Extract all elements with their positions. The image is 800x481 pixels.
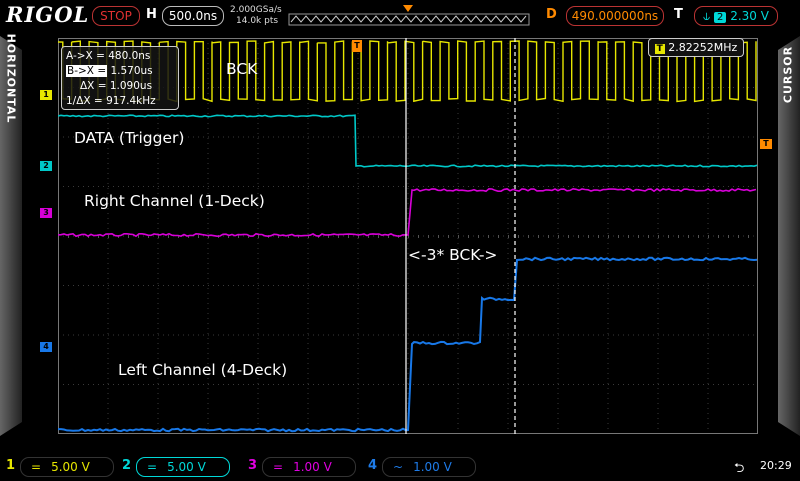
annotation-data: DATA (Trigger): [74, 129, 185, 147]
ch3-scale: 1.00 V: [293, 460, 332, 474]
ch4-waveform: [58, 256, 758, 433]
ch2-offset-marker[interactable]: 2: [40, 161, 52, 171]
trigger-source-badge: 2: [714, 12, 727, 23]
annotation-right-channel: Right Channel (1-Deck): [84, 192, 265, 210]
counter-icon: T: [654, 44, 665, 54]
ch1-offset-marker[interactable]: 1: [40, 90, 52, 100]
bottom-bar: 1 = 5.00 V 2 = 5.00 V 3 = 1.00 V 4 ~1.00 V ⮌ 20:29: [0, 455, 800, 480]
trigger-label: T: [674, 7, 683, 22]
sample-rate: 2.000GSa/s: [230, 5, 282, 15]
cursor-a-label: A->X =: [66, 50, 105, 62]
ch2-coupling-icon: =: [147, 460, 158, 474]
cursor-side-tab[interactable]: [776, 36, 800, 436]
frequency-counter: T 2.82252MHz: [648, 38, 744, 57]
annotation-left-channel: Left Channel (4-Deck): [118, 361, 288, 379]
ch4-coupling-icon: ~: [393, 460, 404, 474]
delta-x-value: 1.090us: [109, 80, 153, 92]
inv-delta-x-value: 917.4kHz: [106, 95, 156, 107]
inv-delta-x-label: 1/ΔX =: [66, 95, 103, 107]
cursor-side-label: CURSOR: [781, 45, 795, 104]
frequency-value: 2.82252MHz: [668, 41, 738, 54]
ch3-number: 3: [248, 458, 258, 473]
ch1-number: 1: [6, 458, 16, 473]
ch1-settings-button[interactable]: = 5.00 V: [20, 457, 114, 477]
trigger-level: 2.30 V: [730, 9, 769, 23]
ch4-scale: 1.00 V: [413, 460, 452, 474]
timebase-value[interactable]: 500.0ns: [162, 6, 224, 26]
trigger-level-marker[interactable]: T: [760, 139, 772, 149]
ch1-scale: 5.00 V: [51, 460, 90, 474]
delay-value[interactable]: 490.000000ns: [566, 6, 664, 26]
memory-overview[interactable]: [288, 4, 530, 28]
ch2-scale: 5.00 V: [167, 460, 206, 474]
memory-depth: 14.0k pts: [236, 16, 279, 26]
cursor-b-value: 1.570us: [110, 65, 153, 77]
ch3-settings-button[interactable]: = 1.00 V: [262, 457, 356, 477]
annotation-bck-span: <-3* BCK->: [408, 246, 498, 264]
delta-x-label: ΔX =: [80, 80, 107, 92]
ch3-coupling-icon: =: [273, 460, 284, 474]
ch4-offset-marker[interactable]: 4: [40, 342, 52, 352]
trigger-settings[interactable]: ⫝ 2 2.30 V: [694, 6, 778, 26]
ch4-settings-button[interactable]: ~1.00 V: [382, 457, 476, 477]
top-bar: RIGOL STOP H 500.0ns 2.000GSa/s 14.0k pt…: [0, 0, 800, 32]
rising-edge-icon: ⫝: [703, 9, 711, 23]
ch2-settings-button[interactable]: = 5.00 V: [136, 457, 230, 477]
ch4-number: 4: [368, 458, 378, 473]
run-stop-button[interactable]: STOP: [92, 6, 140, 26]
trigger-position-marker[interactable]: T: [352, 40, 362, 52]
cursor-b-label: B->X =: [66, 65, 108, 77]
horizontal-side-label: HORIZONTAL: [4, 33, 18, 124]
ch3-offset-marker[interactable]: 3: [40, 208, 52, 218]
brand-logo: RIGOL: [6, 2, 90, 27]
cursor-a-value: 480.0ns: [108, 50, 151, 62]
horizontal-side-tab[interactable]: [0, 36, 24, 436]
ch3-waveform: [58, 187, 757, 238]
horizontal-label: H: [146, 7, 157, 22]
delay-label: D: [546, 7, 557, 22]
annotation-bck: BCK: [226, 60, 258, 78]
usb-icon: ⮌: [734, 461, 745, 476]
trigger-position-icon: [403, 5, 413, 12]
clock: 20:29: [760, 459, 792, 472]
ch1-coupling-icon: =: [31, 460, 42, 474]
cursor-readout: A->X = 480.0ns B->X = 1.570us ΔX = 1.090…: [61, 46, 179, 110]
ch2-number: 2: [122, 458, 132, 473]
